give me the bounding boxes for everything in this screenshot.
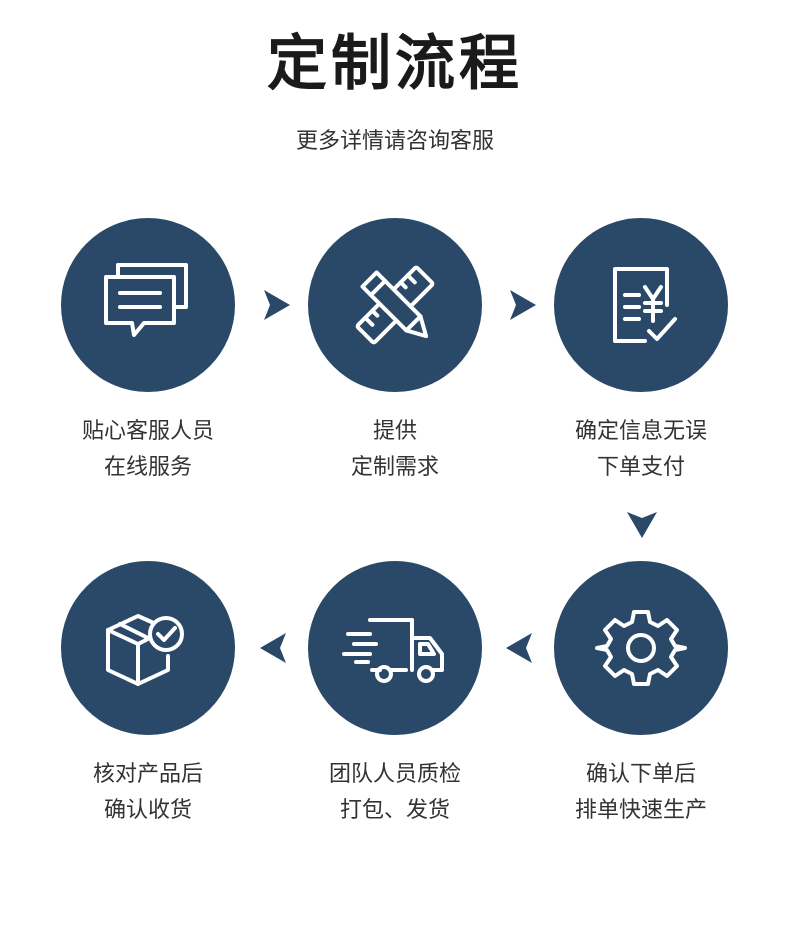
arrow-left-icon bbox=[506, 633, 536, 663]
step-circle bbox=[554, 561, 728, 735]
step-customer-service: 贴心客服人员 在线服务 bbox=[33, 218, 263, 486]
step-label-line1: 提供 bbox=[372, 419, 417, 444]
step-circle bbox=[61, 218, 235, 392]
step-confirm-receipt: 核对产品后 确认收货 bbox=[33, 561, 263, 829]
arrow-right-icon bbox=[260, 290, 290, 320]
step-label: 确认下单后 排单快速生产 bbox=[526, 757, 756, 829]
page-title: 定制流程 bbox=[267, 29, 523, 99]
step-provide-requirements: 提供 定制需求 bbox=[280, 218, 510, 486]
step-circle bbox=[554, 218, 728, 392]
delivery-truck-icon bbox=[342, 618, 444, 683]
step-label: 贴心客服人员 在线服务 bbox=[33, 414, 263, 486]
step-label-line1: 核对产品后 bbox=[92, 762, 203, 787]
arrow-left-icon bbox=[260, 633, 290, 663]
step-label-line2: 确认收货 bbox=[103, 798, 192, 823]
gear-icon bbox=[595, 610, 687, 686]
step-production: 确认下单后 排单快速生产 bbox=[526, 561, 756, 829]
step-label: 团队人员质检 打包、发货 bbox=[280, 757, 510, 829]
step-label-line1: 贴心客服人员 bbox=[81, 419, 214, 444]
step-label: 提供 定制需求 bbox=[280, 414, 510, 486]
document-yuan-check-icon bbox=[613, 267, 677, 343]
step-label-line1: 团队人员质检 bbox=[328, 762, 461, 787]
pencil-ruler-icon bbox=[355, 265, 435, 345]
step-label-line2: 在线服务 bbox=[103, 455, 192, 480]
chat-bubbles-icon bbox=[104, 263, 188, 337]
step-label-line2: 下单支付 bbox=[596, 455, 685, 480]
step-label: 核对产品后 确认收货 bbox=[33, 757, 263, 829]
arrow-down-icon bbox=[627, 508, 657, 538]
step-circle bbox=[308, 218, 482, 392]
step-confirm-payment: 确定信息无误 下单支付 bbox=[526, 218, 756, 486]
step-label-line1: 确认下单后 bbox=[585, 762, 696, 787]
step-label-line1: 确定信息无误 bbox=[574, 419, 707, 444]
step-label: 确定信息无误 下单支付 bbox=[526, 414, 756, 486]
box-check-icon bbox=[106, 614, 184, 686]
step-quality-check-shipping: 团队人员质检 打包、发货 bbox=[280, 561, 510, 829]
arrow-right-icon bbox=[506, 290, 536, 320]
step-circle bbox=[61, 561, 235, 735]
step-label-line2: 打包、发货 bbox=[339, 798, 450, 823]
step-circle bbox=[308, 561, 482, 735]
step-label-line2: 排单快速生产 bbox=[574, 798, 707, 823]
page-subtitle: 更多详情请咨询客服 bbox=[295, 129, 494, 154]
step-label-line2: 定制需求 bbox=[350, 455, 439, 480]
